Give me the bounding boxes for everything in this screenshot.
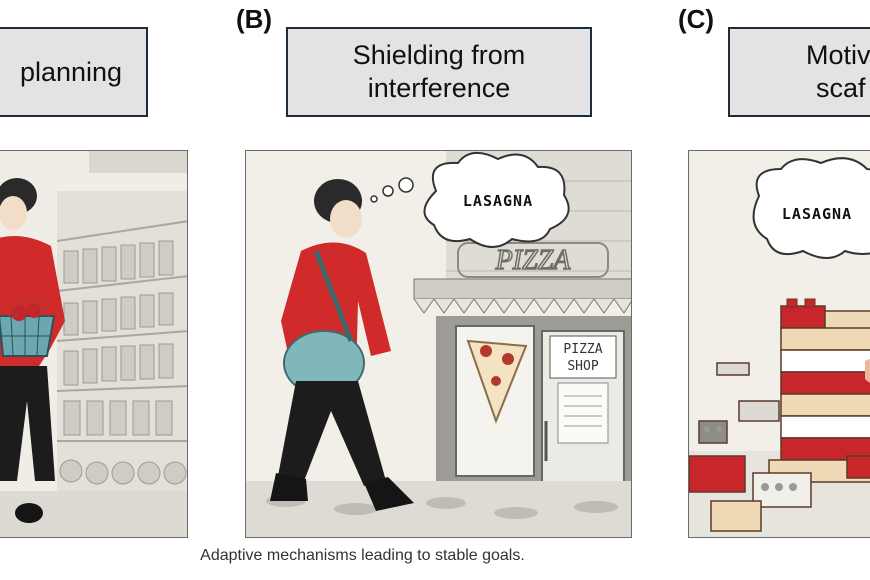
panel-a-title-line-1: planning [19, 56, 123, 87]
supermarket-scene [0, 151, 187, 537]
panel-a-illustration [0, 150, 188, 538]
neon-sign-text: PIZZA [495, 245, 572, 276]
panel-c-illustration: LASAGNA [688, 150, 870, 538]
lego-bricks-scene: LASAGNA [689, 151, 870, 537]
pizza-shop-scene: PIZZA PIZZA SHOP LASAGNA [246, 151, 631, 537]
panel-b-title-box: Shielding from interference [286, 27, 592, 117]
shop-sign-line-2: SHOP [567, 359, 598, 374]
panel-b-bubble-text: LASAGNA [463, 192, 533, 210]
panel-c-title-line-1: Motiv [806, 40, 870, 70]
shop-sign-line-1: PIZZA [563, 342, 602, 357]
panel-a-title-box: planning [0, 27, 148, 117]
panel-b-title-line-1: Shielding from [352, 40, 526, 70]
figure-caption: Adaptive mechanisms leading to stable go… [200, 547, 525, 564]
panel-c-bubble-text: LASAGNA [782, 205, 852, 223]
panel-b-title-line-2: interference [367, 73, 511, 103]
panel-c-title-box: Motiv scaf [728, 27, 870, 117]
panel-b-illustration: PIZZA PIZZA SHOP LASAGNA [245, 150, 632, 538]
panel-c-letter: (C) [678, 4, 715, 34]
panel-b-letter: (B) [236, 4, 273, 34]
panel-c-title-line-2: scaf [816, 73, 866, 103]
